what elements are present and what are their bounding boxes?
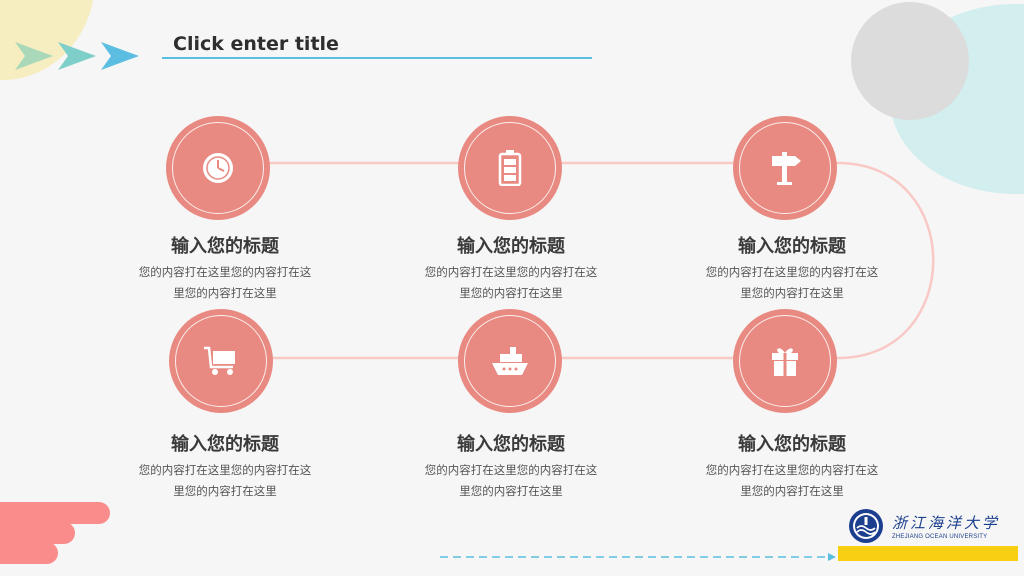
step-4-description[interactable]: 您的内容打在这里您的内容打在这 里您的内容打在这里 bbox=[130, 460, 320, 502]
dashed-arrow-line bbox=[440, 553, 836, 561]
description-line: 里您的内容打在这里 bbox=[459, 484, 563, 498]
signpost-icon bbox=[772, 152, 801, 185]
pink-cloud-decoration bbox=[0, 502, 110, 564]
step-5-circle bbox=[458, 309, 562, 413]
step-6-title[interactable]: 输入您的标题 bbox=[738, 434, 846, 455]
ship-icon bbox=[492, 347, 528, 375]
gift-icon bbox=[772, 348, 798, 376]
step-5-description[interactable]: 您的内容打在这里您的内容打在这 里您的内容打在这里 bbox=[416, 460, 606, 502]
description-line: 里您的内容打在这里 bbox=[459, 286, 563, 300]
step-3-description[interactable]: 您的内容打在这里您的内容打在这 里您的内容打在这里 bbox=[697, 262, 887, 304]
description-line: 里您的内容打在这里 bbox=[740, 286, 844, 300]
slide-title[interactable]: Click enter title bbox=[173, 33, 339, 55]
step-4-circle bbox=[169, 309, 273, 413]
university-logo: 浙江海洋大学 ZHEJIANG OCEAN UNIVERSITY bbox=[848, 508, 1000, 544]
description-line: 里您的内容打在这里 bbox=[173, 484, 277, 498]
step-2-description[interactable]: 您的内容打在这里您的内容打在这 里您的内容打在这里 bbox=[416, 262, 606, 304]
description-line: 您的内容打在这里您的内容打在这 bbox=[138, 265, 312, 279]
step-3-circle bbox=[733, 116, 837, 220]
logo-english-name: ZHEJIANG OCEAN UNIVERSITY bbox=[892, 534, 988, 540]
step-3-title[interactable]: 输入您的标题 bbox=[738, 236, 846, 257]
description-line: 您的内容打在这里您的内容打在这 bbox=[705, 265, 879, 279]
description-line: 您的内容打在这里您的内容打在这 bbox=[138, 463, 312, 477]
arrow-chevrons-icon bbox=[15, 42, 139, 70]
clock-icon bbox=[203, 153, 233, 183]
gray-circle-decoration bbox=[851, 2, 969, 120]
step-1-circle bbox=[166, 116, 270, 220]
step-6-circle bbox=[733, 309, 837, 413]
step-6-description[interactable]: 您的内容打在这里您的内容打在这 里您的内容打在这里 bbox=[697, 460, 887, 502]
logo-chinese-name: 浙江海洋大学 bbox=[892, 514, 1001, 532]
description-line: 您的内容打在这里您的内容打在这 bbox=[424, 463, 598, 477]
description-line: 里您的内容打在这里 bbox=[173, 286, 277, 300]
cart-icon bbox=[204, 346, 235, 375]
university-seal-icon bbox=[849, 509, 883, 543]
title-underline bbox=[162, 57, 592, 59]
battery-icon bbox=[498, 150, 522, 186]
description-line: 里您的内容打在这里 bbox=[740, 484, 844, 498]
step-1-description[interactable]: 您的内容打在这里您的内容打在这 里您的内容打在这里 bbox=[130, 262, 320, 304]
yellow-accent-bar bbox=[838, 546, 1018, 561]
description-line: 您的内容打在这里您的内容打在这 bbox=[424, 265, 598, 279]
step-4-title[interactable]: 输入您的标题 bbox=[171, 434, 279, 455]
step-2-circle bbox=[458, 116, 562, 220]
step-2-title[interactable]: 输入您的标题 bbox=[457, 236, 565, 257]
description-line: 您的内容打在这里您的内容打在这 bbox=[705, 463, 879, 477]
step-5-title[interactable]: 输入您的标题 bbox=[457, 434, 565, 455]
step-1-title[interactable]: 输入您的标题 bbox=[171, 236, 279, 257]
